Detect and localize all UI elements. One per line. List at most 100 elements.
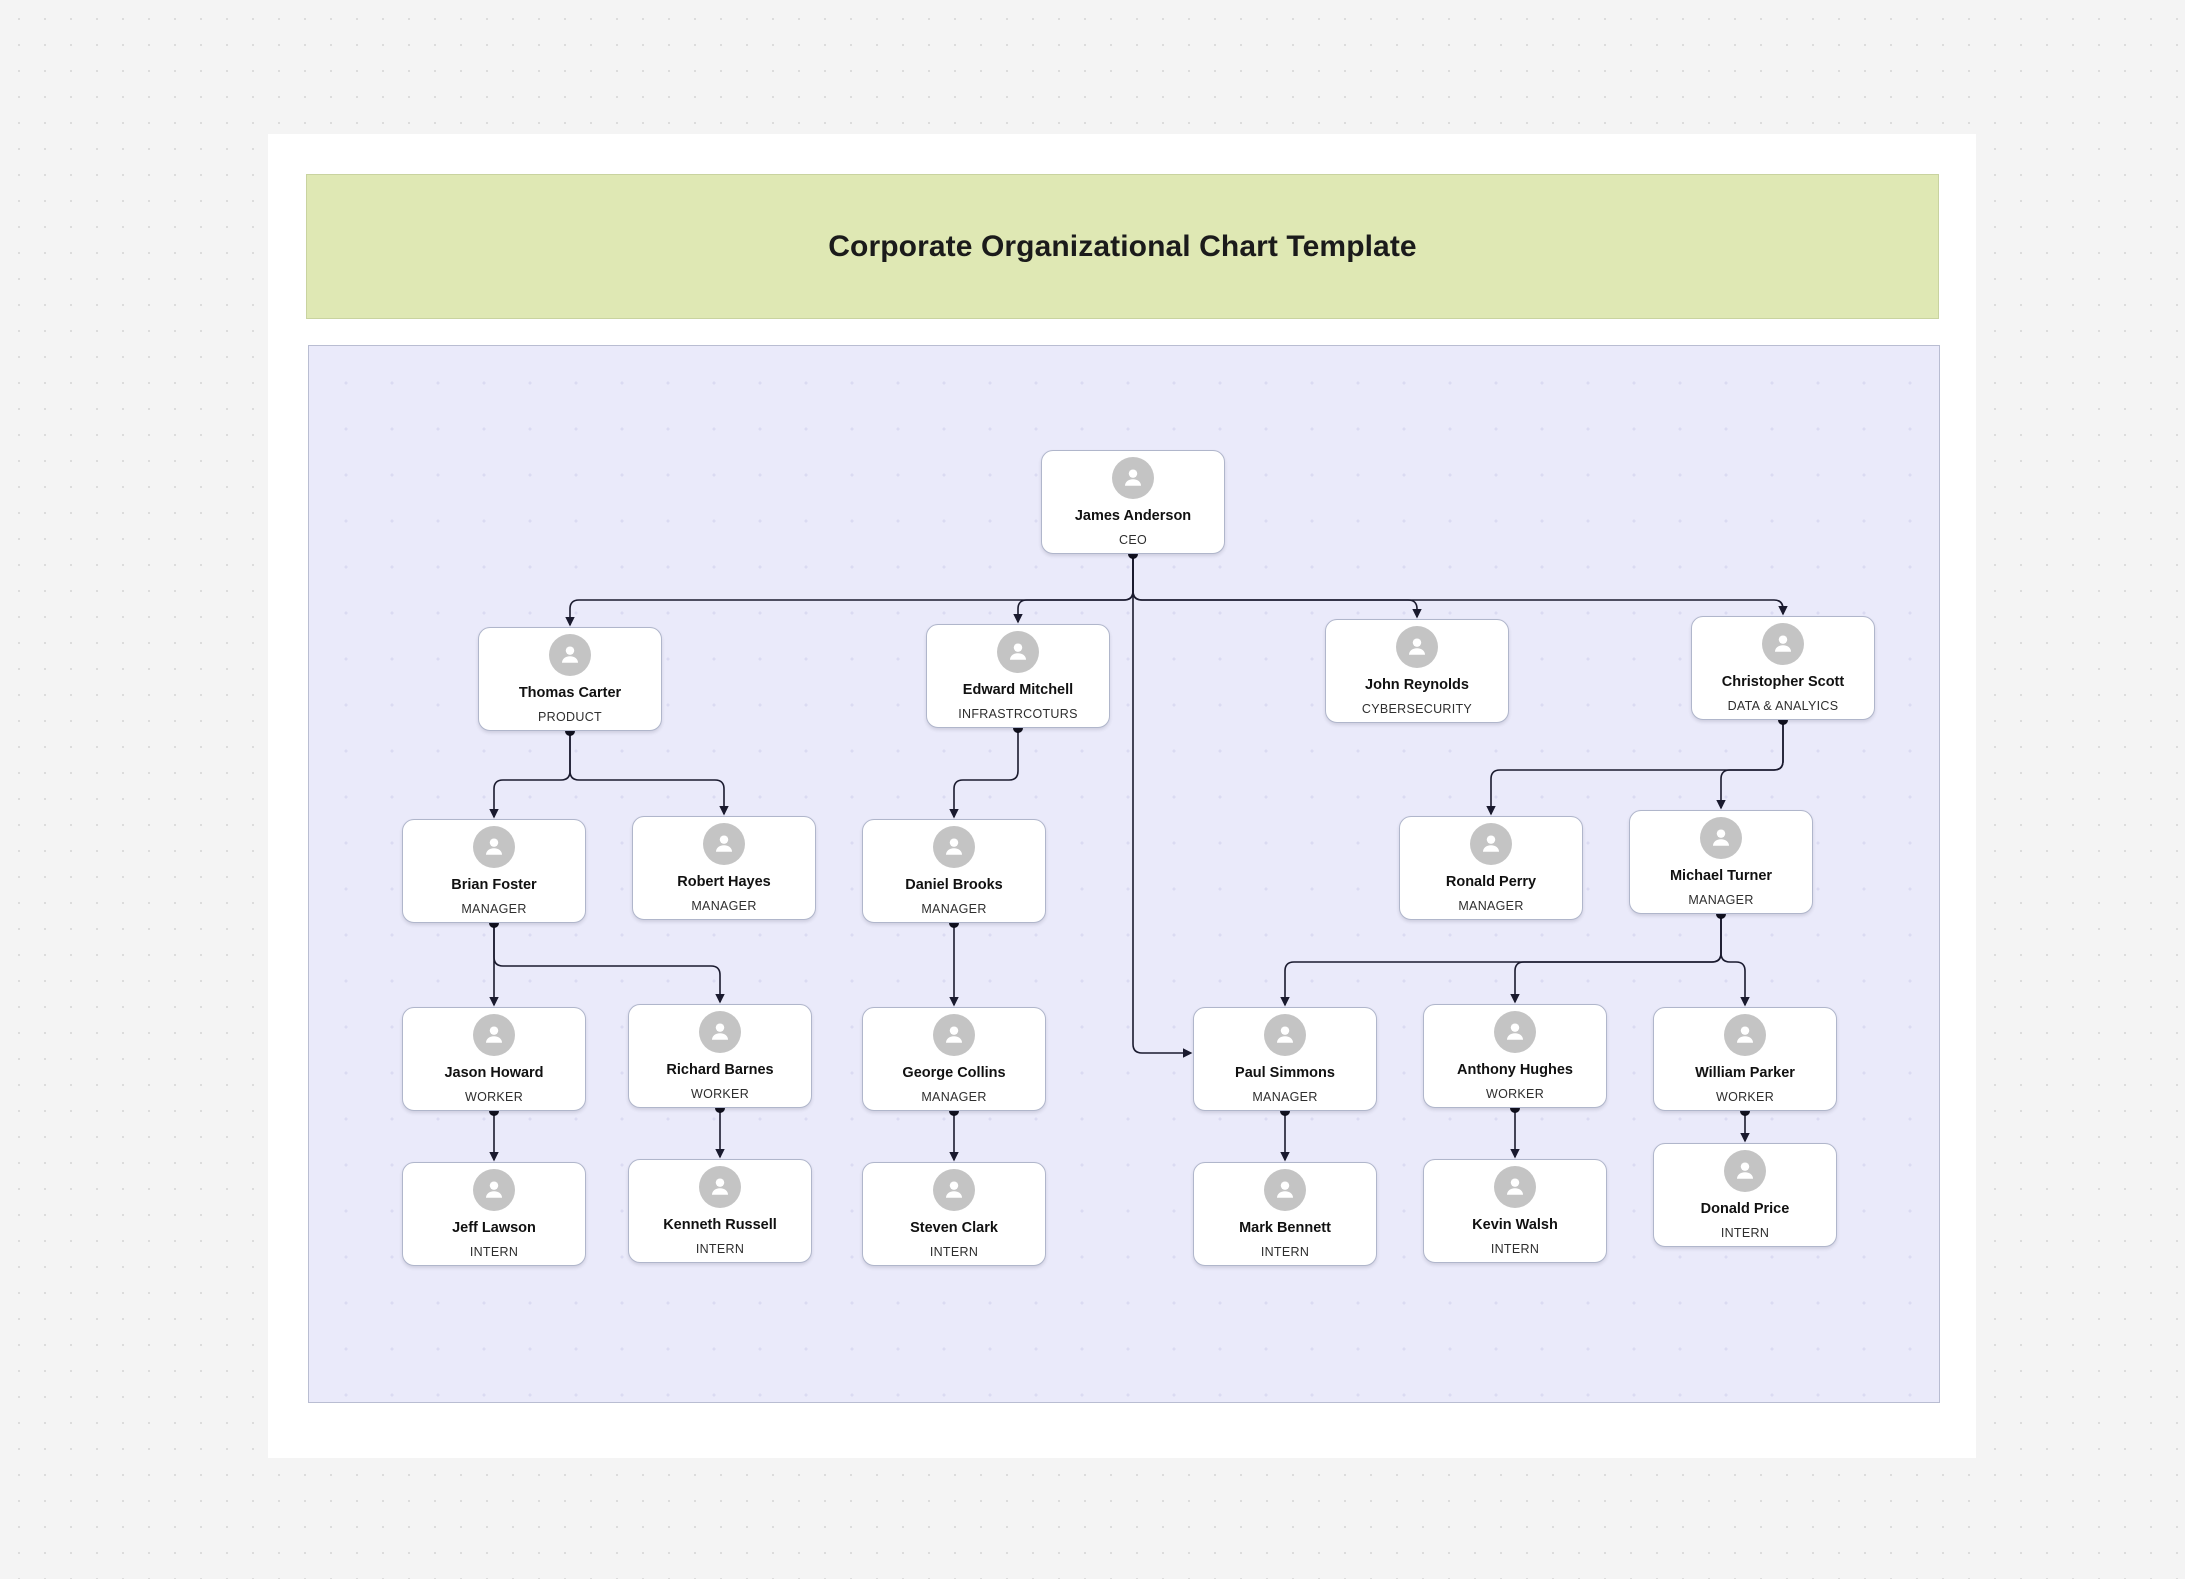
org-node-role: INTERN — [929, 1244, 979, 1259]
person-icon — [1700, 817, 1742, 860]
connector-christopher-scott-ronald-perry — [1486, 720, 1784, 816]
connector-michael-turner-anthony-hughes — [1510, 914, 1722, 1004]
org-node-role: CEO — [1119, 532, 1147, 547]
org-node-role: MANAGER — [691, 898, 757, 913]
org-node-name: James Anderson — [1074, 508, 1192, 525]
person-icon — [933, 826, 975, 869]
connector-james-anderson-christopher-scott — [1132, 554, 1788, 616]
person-icon — [549, 634, 591, 677]
document-page: Corporate Organizational Chart Template … — [268, 134, 1976, 1458]
org-node-role: MANAGER — [921, 901, 987, 916]
person-icon — [933, 1169, 975, 1212]
connector-james-anderson-paul-simmons — [1132, 554, 1193, 1058]
org-node-role: INTERN — [695, 1241, 745, 1256]
org-node-role: INTERN — [1260, 1244, 1310, 1259]
person-icon — [1264, 1169, 1306, 1212]
org-node-name: George Collins — [902, 1065, 1006, 1082]
person-icon — [933, 1014, 975, 1057]
org-node-role: PRODUCT — [538, 709, 602, 724]
org-node-role: WORKER — [464, 1089, 524, 1104]
org-node-name: Jeff Lawson — [452, 1220, 536, 1237]
person-icon — [1724, 1150, 1766, 1193]
org-node-name: Michael Turner — [1669, 868, 1773, 885]
org-node-role: INTERN — [1490, 1241, 1540, 1256]
org-node-name: Edward Mitchell — [962, 682, 1074, 699]
person-icon — [1724, 1014, 1766, 1057]
org-node-role: WORKER — [690, 1086, 750, 1101]
connector-brian-foster-richard-barnes — [493, 923, 725, 1004]
org-node-role: WORKER — [1715, 1089, 1775, 1104]
org-node-role: INFRASTRCOTURS — [958, 706, 1078, 721]
org-node-name: Robert Hayes — [677, 874, 771, 891]
org-node-name: Richard Barnes — [666, 1062, 774, 1079]
org-node-role: DATA & ANALYICS — [1727, 698, 1839, 713]
org-node-name: Brian Foster — [451, 877, 537, 894]
person-icon — [1264, 1014, 1306, 1057]
connector-thomas-carter-brian-foster — [489, 731, 571, 819]
org-node-name: Mark Bennett — [1239, 1220, 1331, 1237]
org-node-name: Donald Price — [1700, 1201, 1790, 1218]
org-node-name: Kenneth Russell — [663, 1217, 777, 1234]
org-node-role: INTERN — [1720, 1225, 1770, 1240]
org-node-name: Jason Howard — [444, 1065, 544, 1082]
person-icon — [699, 1166, 741, 1209]
person-icon — [1762, 623, 1804, 666]
person-icon — [473, 1014, 515, 1057]
org-node-name: Thomas Carter — [518, 685, 622, 702]
title-banner: Corporate Organizational Chart Template — [306, 174, 1939, 319]
org-node-role: MANAGER — [921, 1089, 987, 1104]
person-icon — [1494, 1166, 1536, 1209]
person-icon — [699, 1011, 741, 1054]
person-icon — [1396, 626, 1438, 669]
person-icon — [703, 823, 745, 866]
org-node-role: MANAGER — [1252, 1089, 1318, 1104]
connector-michael-turner-william-parker — [1720, 914, 1750, 1007]
org-node-role: CYBERSECURITY — [1361, 701, 1473, 716]
person-icon — [1112, 457, 1154, 500]
person-icon — [997, 631, 1039, 674]
org-node-role: MANAGER — [461, 901, 527, 916]
person-icon — [473, 826, 515, 869]
connector-michael-turner-paul-simmons — [1280, 914, 1722, 1007]
connector-christopher-scott-michael-turner — [1716, 720, 1784, 810]
person-icon — [473, 1169, 515, 1212]
org-node-name: William Parker — [1695, 1065, 1795, 1082]
org-node-role: MANAGER — [1688, 892, 1754, 907]
org-node-name: Christopher Scott — [1721, 674, 1845, 691]
org-node-name: Steven Clark — [910, 1220, 998, 1237]
org-node-role: MANAGER — [1458, 898, 1524, 913]
org-node-name: Ronald Perry — [1445, 874, 1537, 891]
page-title: Corporate Organizational Chart Template — [828, 229, 1417, 263]
org-node-name: Daniel Brooks — [905, 877, 1003, 894]
org-node-name: John Reynolds — [1365, 677, 1469, 694]
org-node-name: Paul Simmons — [1235, 1065, 1335, 1082]
org-node-name: Anthony Hughes — [1457, 1062, 1573, 1079]
connector-thomas-carter-robert-hayes — [569, 731, 729, 816]
connector-edward-mitchell-daniel-brooks — [949, 728, 1019, 819]
connector-james-anderson-edward-mitchell — [1013, 554, 1134, 624]
org-node-role: INTERN — [469, 1244, 519, 1259]
